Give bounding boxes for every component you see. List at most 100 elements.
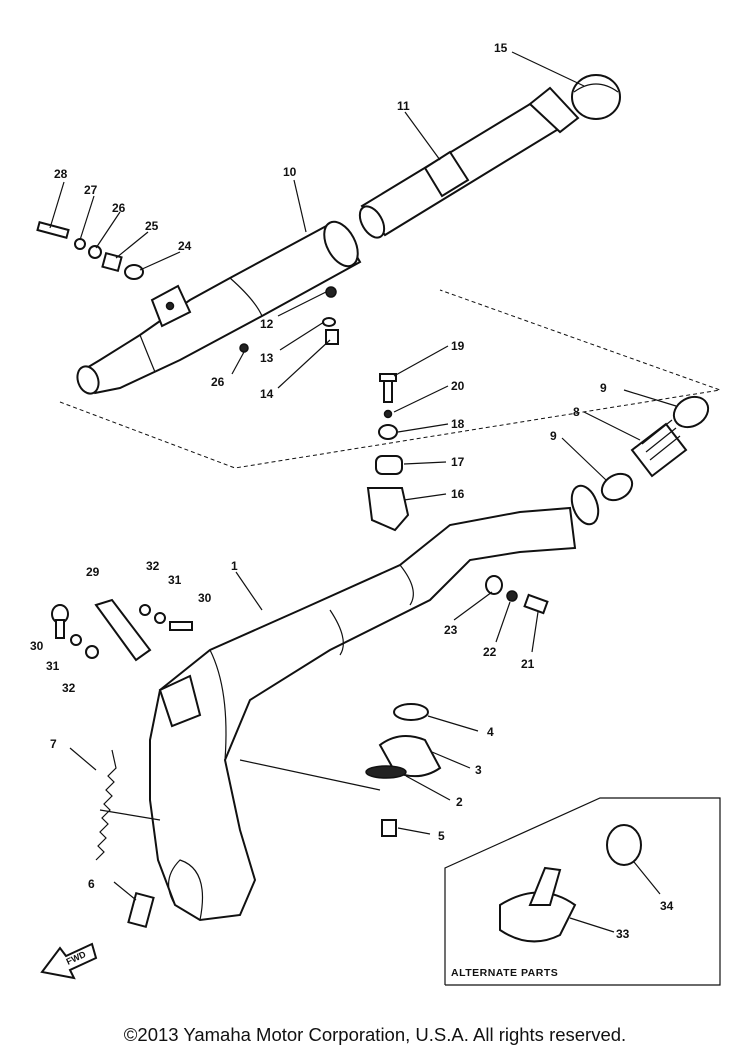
leader-lines [49,51,677,933]
silencer-group-outline [59,289,721,469]
bolt-21 [523,593,549,615]
callout-7: 7 [50,737,57,751]
clamp-9-lower [600,472,634,502]
chamber-seam-3 [399,564,414,606]
washer-13 [322,317,336,327]
leader [403,461,447,465]
callout-19: 19 [451,339,465,353]
joint-rib-1 [641,419,673,445]
callout-11: 11 [397,99,410,113]
chamber-seam-2 [329,609,344,656]
bolt-5 [381,819,397,837]
callout-22: 22 [483,645,497,659]
leader [235,571,263,611]
leader [393,345,449,377]
washer-32a [139,604,151,616]
leader [79,195,95,241]
nut-22 [506,590,518,602]
callout-32-right: 32 [146,559,160,573]
callout-27: 27 [84,183,98,197]
leader [277,339,331,389]
callout-29: 29 [86,565,100,579]
joint-33-stem [528,866,562,906]
leader [139,251,181,271]
callout-10: 10 [283,165,297,179]
leader [231,351,245,375]
alternate-parts-label: ALTERNATE PARTS [451,967,558,979]
washer-26 [88,245,102,259]
muffler-end-cap [323,220,359,268]
muffler-body [78,222,362,395]
end-cap [571,74,621,120]
callout-9-upper: 9 [600,381,607,395]
washer-31b [70,634,82,646]
joint-33 [499,891,577,943]
leader [531,611,539,653]
leader [69,747,97,771]
leader [393,385,449,413]
leader [583,411,641,441]
callout-33: 33 [616,927,630,941]
chamber-seam-1 [209,649,227,761]
bolt-30b-shank [55,619,65,639]
callout-31-right: 31 [168,573,182,587]
leader [495,601,511,643]
end-cap-detail [573,83,619,93]
forward-direction-indicator: FWD [40,942,98,980]
callout-24: 24 [178,239,192,253]
gasket-2 [365,765,407,779]
callout-20: 20 [451,379,465,393]
callout-9-lower: 9 [550,429,557,443]
callout-34: 34 [660,899,674,913]
callout-30-right: 30 [198,591,212,605]
leader [403,493,447,501]
callout-3: 3 [475,763,482,777]
muffler-seam-2 [139,334,156,373]
callout-13: 13 [260,351,274,365]
muffler-seam [229,277,263,317]
callout-6: 6 [88,877,95,891]
callout-28: 28 [54,167,68,181]
head-pipe-bend [168,859,204,921]
callout-26-lower: 26 [211,375,225,389]
copyright-notice: ©2013 Yamaha Motor Corporation, U.S.A. A… [123,1024,627,1045]
part-6 [127,891,155,929]
bolt-19-head [379,373,397,382]
muffler-outlet [76,365,100,395]
clamp-34 [606,824,642,866]
tail-pipe-inlet [358,205,386,239]
pipe-bracket-16 [366,487,410,532]
nut-12 [325,286,337,298]
callout-1: 1 [231,559,238,573]
clamp-9-upper [672,395,710,429]
leader [397,423,449,433]
pipe-inlet-end [570,484,600,526]
callout-18: 18 [451,417,465,431]
joint-pipe-8 [630,422,688,478]
leader [239,759,381,791]
leader [431,751,471,769]
leader [453,591,493,621]
callout-15: 15 [494,41,508,55]
leader [405,775,451,801]
spring-7 [95,749,117,861]
washer-23 [485,575,503,595]
gasket-4 [393,703,429,721]
leader [49,181,65,229]
callout-16: 16 [451,487,465,501]
callout-25: 25 [145,219,159,233]
collar-18 [378,424,398,440]
grommet-24 [124,264,144,280]
exhaust-pipe-assembly [51,373,710,929]
leader [115,231,149,259]
leader [427,715,479,732]
joint-rib-3 [649,435,681,461]
leader [623,389,677,407]
leader [397,827,431,835]
exhaust-chamber [149,506,577,922]
leader [569,917,615,933]
washer-27 [74,238,86,250]
joint-rib-2 [645,427,677,453]
tail-pipe [360,96,567,237]
bracket-hole [165,301,175,311]
